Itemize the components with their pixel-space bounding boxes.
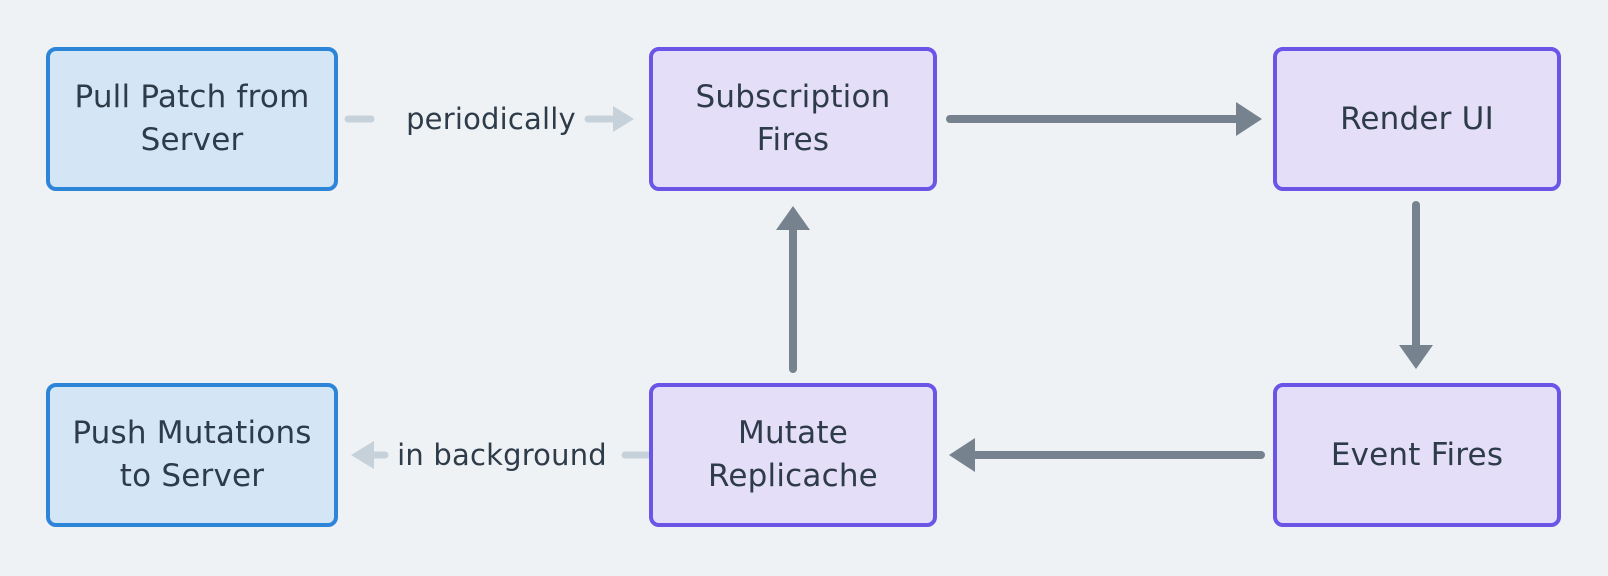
arrow-head-right-icon — [613, 106, 634, 132]
arrow-head-right-icon — [1236, 102, 1262, 136]
arrow-head-down-icon — [1399, 345, 1433, 369]
node-label: Pull Patch from Server — [74, 79, 310, 158]
node-mutate-replicache: Mutate Replicache — [649, 383, 937, 527]
edge-render-to-event — [1399, 201, 1433, 369]
edge-mutate-to-push — [351, 441, 652, 469]
edge-event-to-mutate — [949, 438, 1265, 472]
node-label: Render UI — [1340, 100, 1494, 137]
node-label: Subscription Fires — [695, 79, 891, 158]
edge-subscription-to-render — [946, 102, 1262, 136]
arrow-head-left-icon — [949, 438, 975, 472]
edge-mutate-to-subscription — [776, 206, 810, 373]
node-label: Event Fires — [1330, 436, 1504, 473]
node-pull-patch-from-server: Pull Patch from Server — [46, 47, 338, 191]
node-subscription-fires: Subscription Fires — [649, 47, 937, 191]
arrow-head-left-icon — [351, 441, 374, 469]
node-label: Mutate Replicache — [708, 415, 878, 494]
edge-label-periodically: periodically — [406, 102, 576, 136]
edge-label-in-background: in background — [397, 438, 607, 472]
arrow-head-up-icon — [776, 206, 810, 230]
node-push-mutations-to-server: Push Mutations to Server — [46, 383, 338, 527]
edge-pull-to-subscription — [344, 106, 634, 132]
node-render-ui: Render UI — [1273, 47, 1561, 191]
node-label: Push Mutations to Server — [72, 415, 312, 494]
node-event-fires: Event Fires — [1273, 383, 1561, 527]
